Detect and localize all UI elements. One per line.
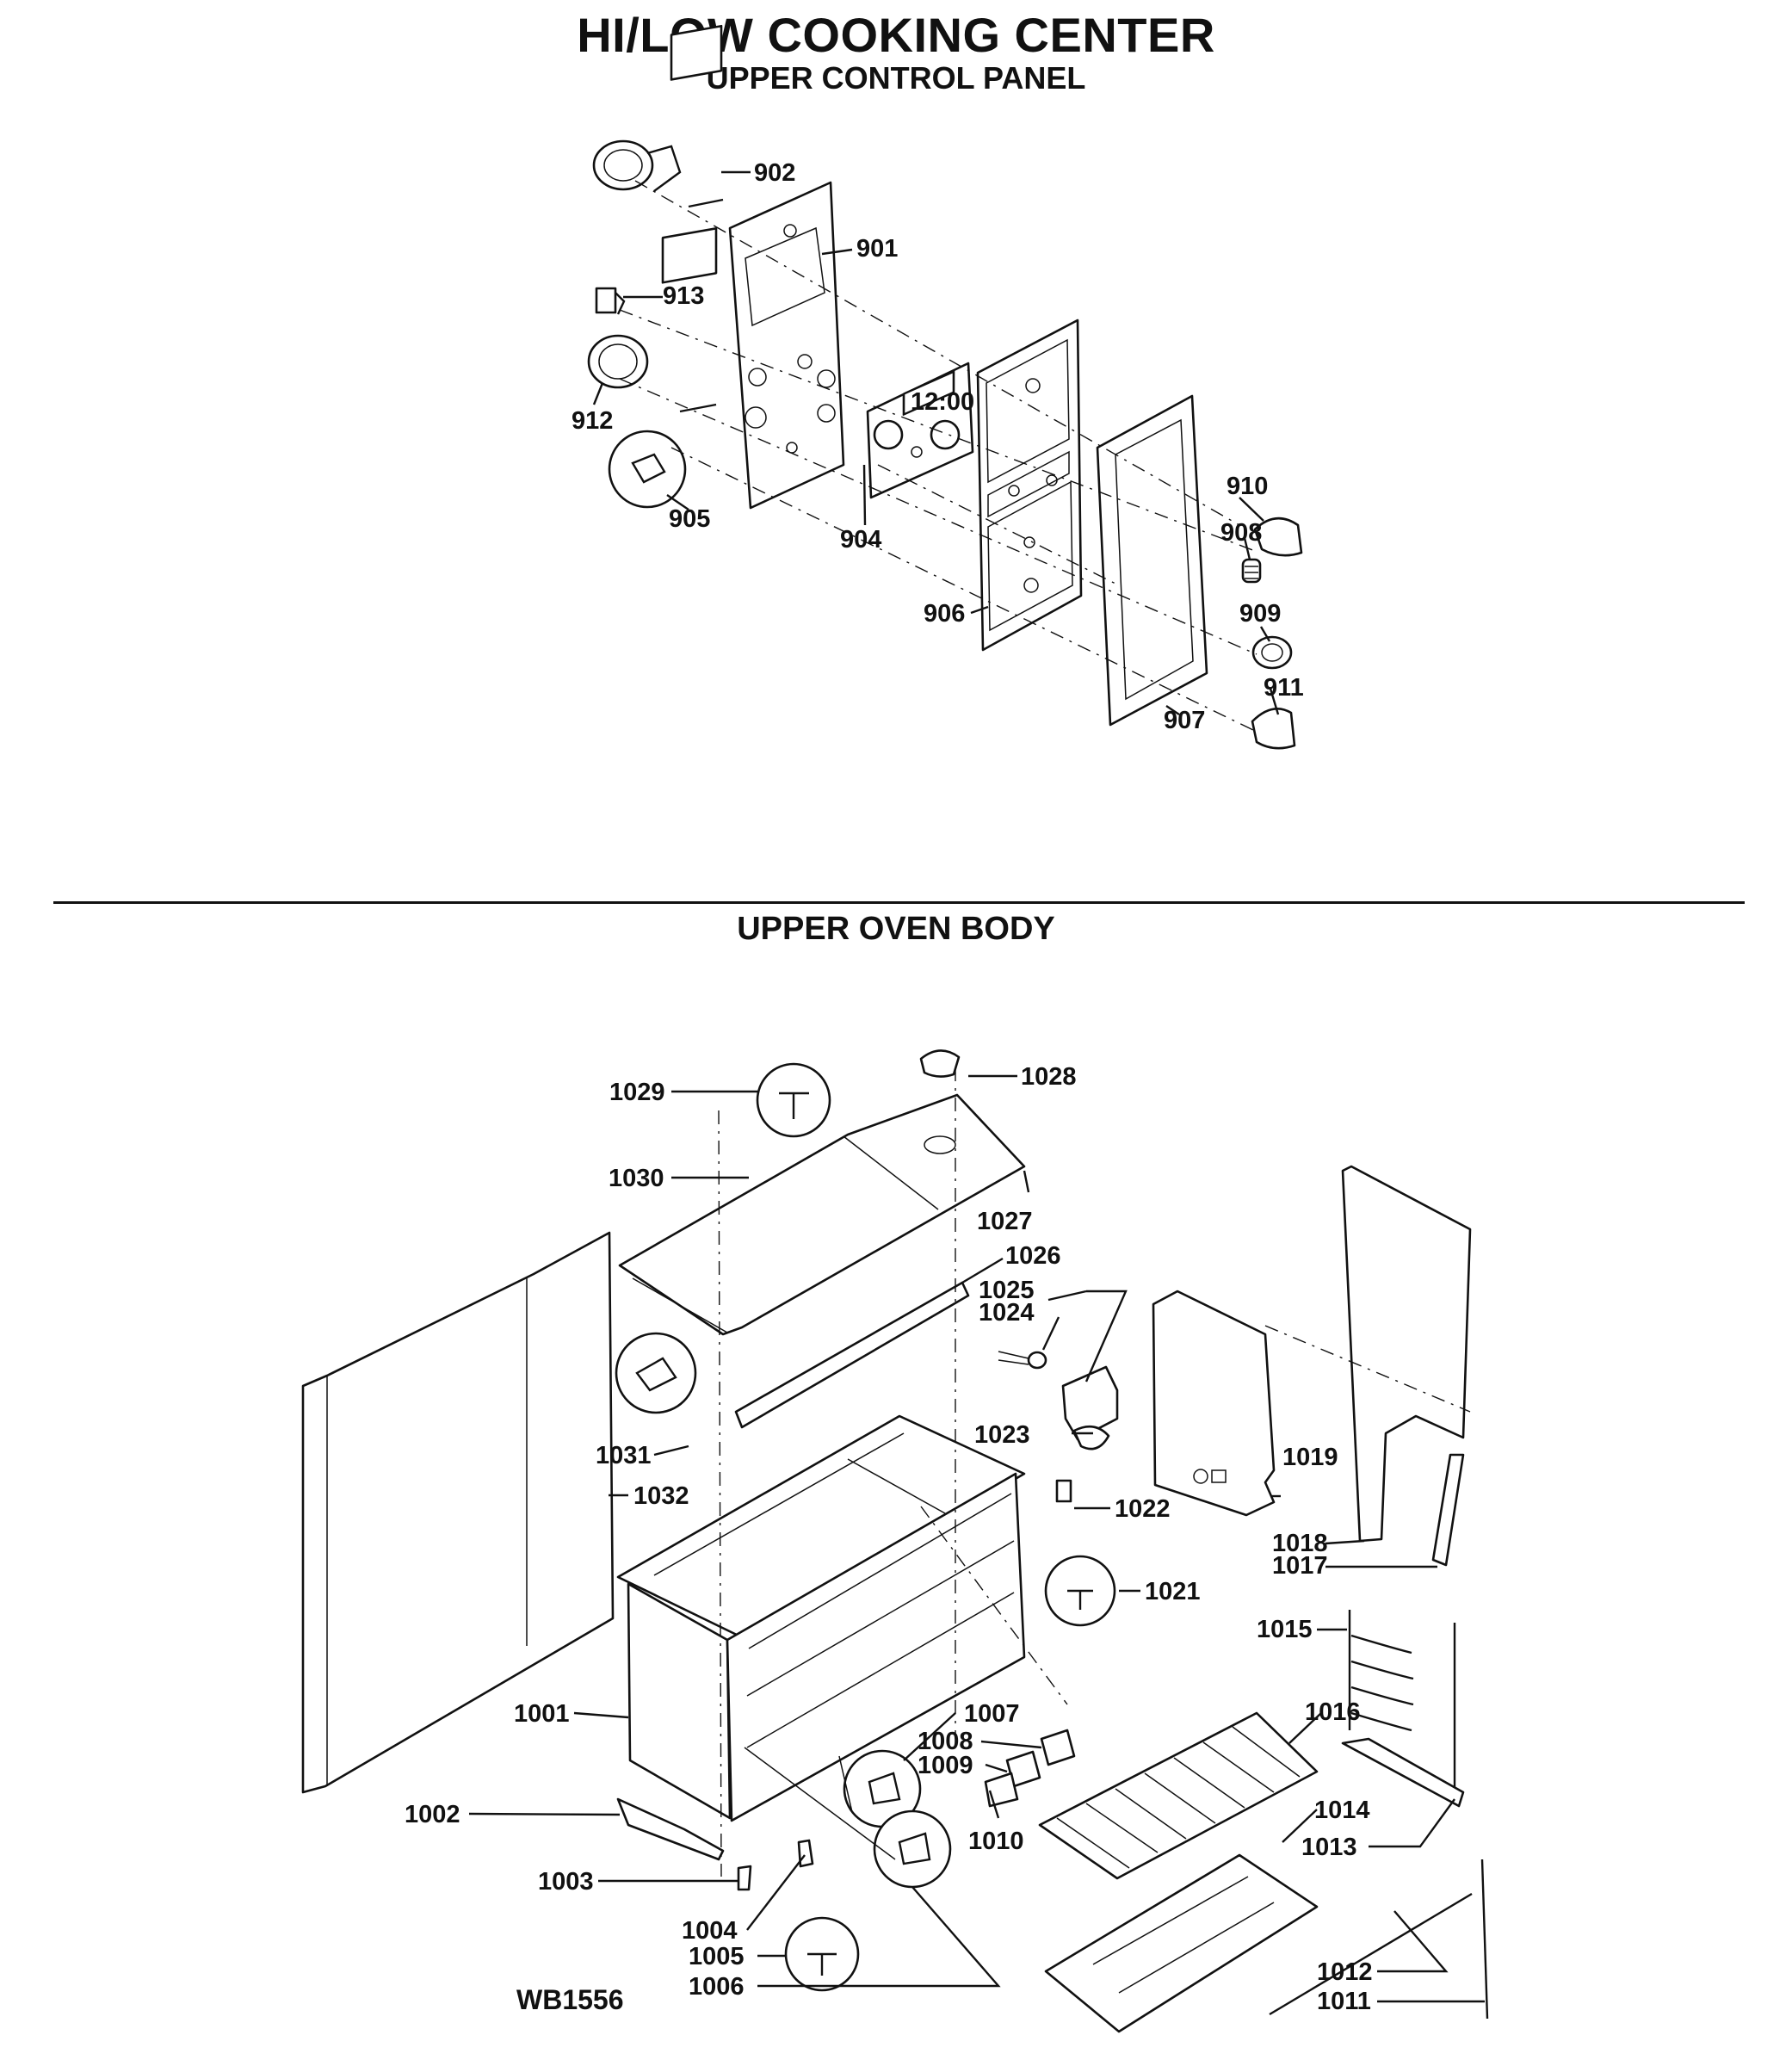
lower-leader-lines <box>468 1074 1485 2003</box>
label-1004: 1004 <box>682 1917 738 1945</box>
label-1015: 1015 <box>1257 1616 1313 1643</box>
label-909: 909 <box>1239 600 1281 628</box>
label-1007: 1007 <box>964 1700 1020 1728</box>
bulb-1023 <box>1072 1425 1110 1451</box>
bracket-1026 <box>734 1281 970 1429</box>
oven-rack-1016 <box>1038 1711 1319 1880</box>
screw-detail-1029 <box>756 1062 831 1138</box>
label-1005: 1005 <box>689 1943 745 1970</box>
rail-1013 <box>1341 1737 1465 1808</box>
label-1030: 1030 <box>609 1165 664 1192</box>
label-1016: 1016 <box>1305 1698 1361 1726</box>
screw-detail-1005 <box>784 1916 860 1992</box>
label-1011: 1011 <box>1317 1988 1371 2015</box>
rod-1011 <box>1480 1859 1489 2020</box>
clip-detail-905 <box>608 430 687 509</box>
label-1029: 1029 <box>609 1079 665 1106</box>
knob-910 <box>1253 516 1303 557</box>
label-901: 901 <box>856 235 898 263</box>
rod-1012 <box>1269 1892 1473 2016</box>
label-905: 905 <box>669 505 710 533</box>
diagram-code: WB1556 <box>516 1984 624 2015</box>
clip-1004 <box>797 1839 814 1868</box>
label-904: 904 <box>840 526 881 554</box>
clip-detail-1007 <box>843 1749 922 1828</box>
label-912: 912 <box>572 407 613 435</box>
upper-control-panel-assembly: 12:00 <box>587 24 1303 750</box>
label-1001: 1001 <box>514 1700 570 1728</box>
lower-part-labels: 1029 1028 1030 1027 1026 1025 1024 1031 … <box>405 1063 1373 2015</box>
switch-913 <box>595 287 626 315</box>
label-911: 911 <box>1264 674 1304 702</box>
broil-pan-1014 <box>1044 1853 1319 2033</box>
label-1014: 1014 <box>1314 1797 1370 1824</box>
trim-frame-907 <box>1096 394 1208 727</box>
bracket-1008 <box>1040 1729 1076 1766</box>
label-1009: 1009 <box>918 1752 973 1779</box>
label-913: 913 <box>663 282 704 310</box>
bracket-1010 <box>984 1772 1019 1808</box>
section-title-upper-oven-body: UPPER OVEN BODY <box>737 911 1055 947</box>
cap-1028 <box>919 1049 961 1078</box>
label-1022: 1022 <box>1115 1495 1171 1523</box>
clip-detail-1031 <box>615 1332 697 1414</box>
timer-motor-902 <box>592 24 724 208</box>
knob-911 <box>1251 708 1296 750</box>
wrapper-1018 <box>1341 1165 1472 1543</box>
section-divider <box>53 901 1745 904</box>
label-1031: 1031 <box>596 1442 652 1469</box>
clip-1003 <box>737 1865 752 1891</box>
label-1013: 1013 <box>1301 1834 1357 1861</box>
label-908: 908 <box>1220 519 1262 547</box>
rack-supports-1015 <box>1348 1610 1456 1791</box>
label-1026: 1026 <box>1005 1242 1061 1270</box>
label-1021: 1021 <box>1145 1578 1201 1605</box>
label-1019: 1019 <box>1282 1444 1338 1471</box>
clip-1022 <box>1055 1479 1072 1503</box>
label-907: 907 <box>1164 707 1205 734</box>
label-1018: 1018 <box>1272 1530 1328 1557</box>
upper-leader-lines <box>592 170 1280 715</box>
label-1012: 1012 <box>1317 1958 1373 1986</box>
rear-panel-1019 <box>1152 1290 1276 1517</box>
clock-assembly-904: 12:00 <box>866 362 974 499</box>
label-1028: 1028 <box>1021 1063 1077 1091</box>
label-1008: 1008 <box>918 1728 973 1755</box>
clip-detail-1006 <box>873 1809 952 1889</box>
label-1002: 1002 <box>405 1801 460 1828</box>
label-1032: 1032 <box>633 1482 689 1510</box>
label-1025: 1025 <box>979 1277 1035 1304</box>
label-1010: 1010 <box>968 1828 1024 1855</box>
top-panel-1027 <box>618 1093 1026 1336</box>
section-title-upper-control-panel: UPPER CONTROL PANEL <box>706 60 1086 96</box>
screw-detail-1021 <box>1044 1555 1116 1627</box>
label-1027: 1027 <box>977 1208 1033 1235</box>
spring-908 <box>1241 558 1262 584</box>
label-902: 902 <box>754 159 795 187</box>
bracket-1002 <box>616 1797 725 1861</box>
oven-body-1001 <box>616 1414 1026 1822</box>
label-1006: 1006 <box>689 1973 745 2001</box>
control-panel-face-906 <box>976 319 1083 652</box>
label-1003: 1003 <box>538 1868 594 1896</box>
thermostat-912 <box>587 226 718 413</box>
upper-part-labels: 902 901 913 912 905 904 906 910 908 909 … <box>572 159 1304 734</box>
side-panel-1032 <box>301 1231 615 1794</box>
knob-909 <box>1251 635 1293 670</box>
label-1017: 1017 <box>1272 1552 1328 1580</box>
upper-oven-body-assembly <box>301 1049 1489 2033</box>
strip-1017 <box>1431 1453 1465 1567</box>
control-panel-bracket-901 <box>728 181 845 510</box>
label-906: 906 <box>924 600 965 628</box>
lamp-socket-1024 <box>998 1351 1047 1370</box>
lamp-housing-1025 <box>1061 1365 1119 1441</box>
label-910: 910 <box>1227 473 1268 500</box>
clock-display: 12:00 <box>911 388 974 416</box>
label-1024: 1024 <box>979 1299 1035 1327</box>
label-1023: 1023 <box>974 1421 1030 1449</box>
